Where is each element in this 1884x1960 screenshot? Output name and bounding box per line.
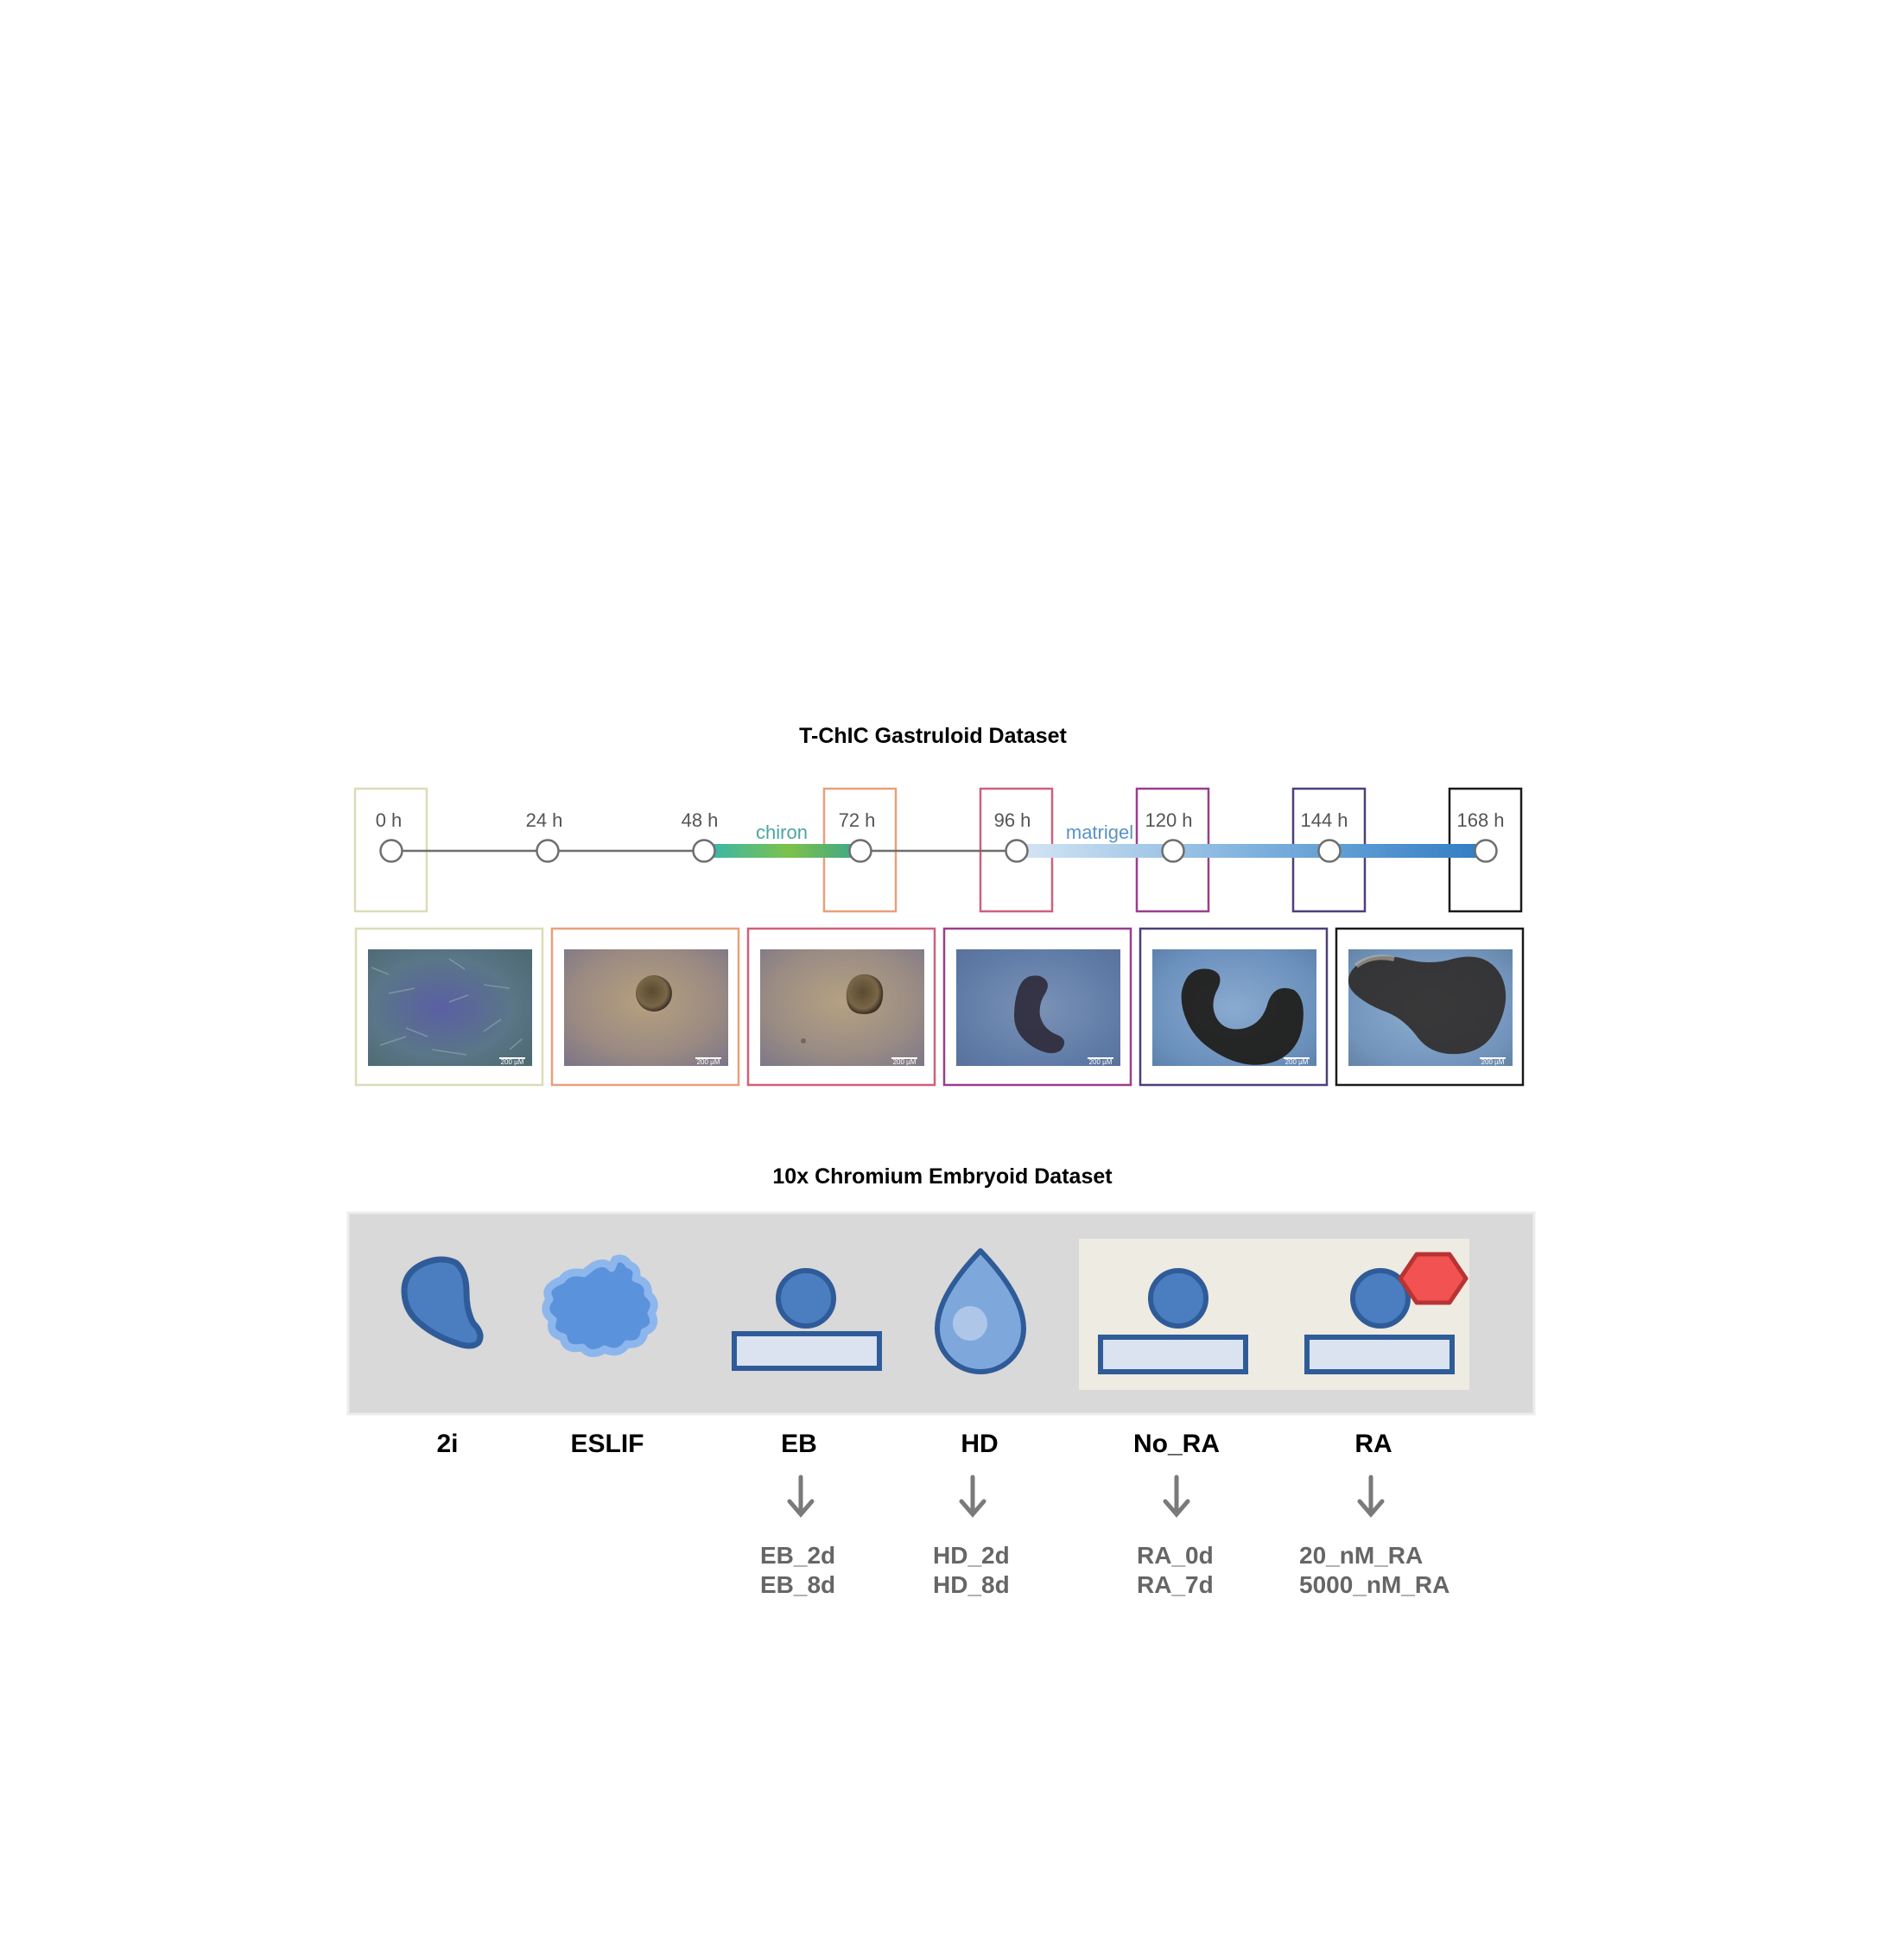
condition-label: HD [961, 1430, 998, 1458]
timepoint-label: 72 h [839, 809, 876, 831]
hanging-drop-icon [935, 1248, 1026, 1374]
timepoint-marker [1161, 839, 1185, 863]
down-arrow-icon [787, 1475, 815, 1518]
subcondition-label: EB_2d [760, 1542, 835, 1569]
timepoint-marker [1005, 839, 1029, 863]
matrigel-bar [1017, 844, 1486, 858]
micrograph-120h: 200 µM [942, 927, 1132, 1087]
timepoint-label: 144 h [1300, 809, 1348, 831]
retinoic-acid-hexagon-icon [1398, 1252, 1469, 1305]
subcondition-label: 5000_nM_RA [1299, 1571, 1449, 1598]
condition-label: EB [781, 1430, 817, 1458]
embryoid-body-icon [732, 1268, 882, 1371]
condition-label: RA [1354, 1430, 1392, 1458]
subcondition-label: 20_nM_RA [1299, 1542, 1423, 1569]
matrigel-label: matrigel [1066, 821, 1133, 843]
subcondition-label: RA_0d [1137, 1542, 1214, 1569]
timepoint-marker [536, 839, 560, 863]
micrograph-0h: 200 µM [354, 927, 544, 1087]
scale-bar-label: 200 µM [1285, 1058, 1309, 1066]
scale-bar-label: 200 µM [1089, 1058, 1113, 1066]
timepoint-marker [1317, 839, 1342, 863]
timepoint-label: 168 h [1456, 809, 1504, 831]
down-arrow-icon [1163, 1475, 1190, 1518]
embryoid-condition-panel [346, 1211, 1536, 1416]
subcondition-label: HD_8d [933, 1571, 1010, 1598]
down-arrow-icon [959, 1475, 986, 1518]
condition-label: 2i [436, 1430, 458, 1458]
chiron-bar [704, 844, 860, 858]
embryoid-title: 10x Chromium Embryoid Dataset [772, 1164, 1113, 1189]
timepoint-label: 96 h [994, 809, 1031, 831]
condition-label: ESLIF [570, 1430, 644, 1458]
down-arrow-icon [1357, 1475, 1385, 1518]
timepoint-marker [692, 839, 716, 863]
timepoint-label: 48 h [682, 809, 719, 831]
gastruloid-title: T-ChIC Gastruloid Dataset [799, 724, 1067, 748]
timepoint-marker [1474, 839, 1498, 863]
timepoint-marker [379, 839, 403, 863]
gastruloid-timeline: chiron matrigel 0 h 24 h 48 h 72 h 96 h … [353, 787, 1523, 913]
micrograph-168h: 200 µM [1335, 927, 1525, 1087]
timepoint-label: 24 h [526, 809, 563, 831]
scale-bar-label: 200 µM [501, 1058, 524, 1066]
gastruloid-image-strip: 200 µM 200 µM 200 µM 200 µM [354, 927, 1525, 1087]
scale-bar-label: 200 µM [697, 1058, 720, 1066]
timepoint-marker [848, 839, 872, 863]
micrograph-72h: 200 µM [550, 927, 740, 1087]
scale-bar-label: 200 µM [1481, 1058, 1505, 1066]
embryoid-body-ra-icon [1304, 1252, 1469, 1374]
subcondition-label: HD_2d [933, 1542, 1010, 1569]
embryoid-body-icon [1098, 1268, 1248, 1374]
subcondition-label: RA_7d [1137, 1571, 1214, 1598]
timepoint-label: 120 h [1145, 809, 1192, 831]
irregular-colony-icon [542, 1254, 658, 1357]
subcondition-label: EB_8d [760, 1571, 835, 1598]
timepoint-label: 0 h [376, 809, 403, 831]
micrograph-144h: 200 µM [1139, 927, 1329, 1087]
cell-cluster-icon [401, 1256, 484, 1349]
chiron-label: chiron [756, 821, 808, 843]
micrograph-96h: 200 µM [746, 927, 936, 1087]
condition-label: No_RA [1133, 1430, 1220, 1458]
scale-bar-label: 200 µM [893, 1058, 917, 1066]
